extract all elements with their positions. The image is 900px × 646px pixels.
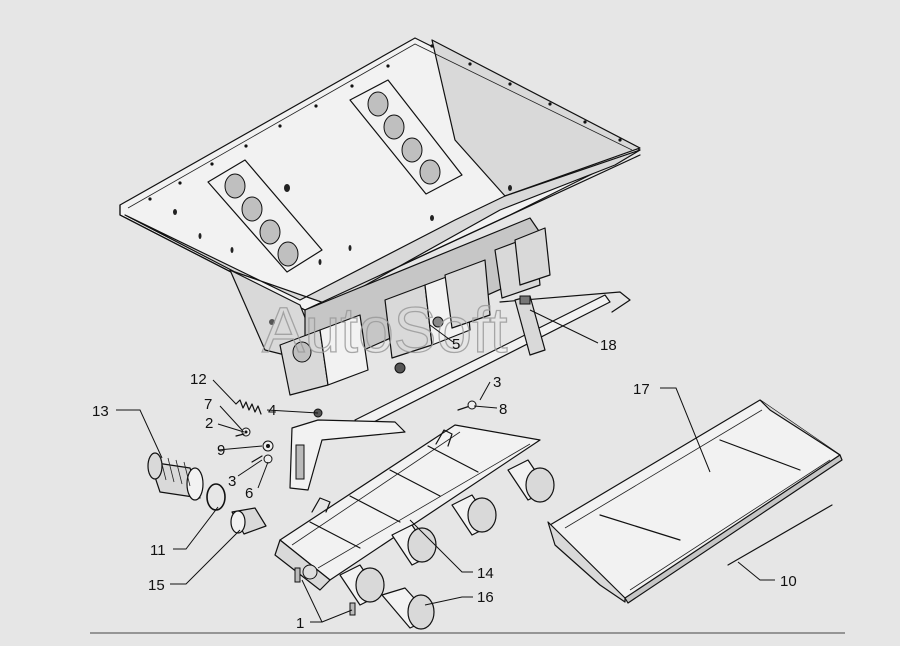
callout-12: 12 bbox=[190, 371, 207, 388]
callout-10: 10 bbox=[780, 573, 797, 590]
callout-1: 1 bbox=[296, 615, 304, 632]
leader-lines bbox=[116, 309, 775, 623]
watermark: AutoSoft bbox=[262, 294, 508, 366]
callout-16: 16 bbox=[477, 589, 494, 606]
callout-11: 11 bbox=[150, 542, 166, 559]
callout-4: 4 bbox=[268, 402, 276, 419]
metering-housings bbox=[269, 227, 551, 396]
callout-labels: 1 2 3 3 4 5 6 7 8 9 10 11 12 13 14 15 16… bbox=[92, 336, 797, 632]
callout-6: 6 bbox=[245, 485, 253, 502]
callout-17: 17 bbox=[633, 381, 650, 398]
callout-14: 14 bbox=[477, 565, 494, 582]
shaft bbox=[354, 291, 631, 429]
callout-9: 9 bbox=[217, 442, 225, 459]
hose-parts bbox=[147, 452, 267, 535]
callout-8: 8 bbox=[499, 401, 507, 418]
tray bbox=[547, 399, 843, 604]
callout-3-left: 3 bbox=[228, 473, 236, 490]
callout-3-right: 3 bbox=[493, 374, 501, 391]
callout-7: 7 bbox=[204, 396, 212, 413]
lever bbox=[289, 408, 406, 491]
rotor-trough bbox=[274, 424, 541, 591]
callout-18: 18 bbox=[600, 337, 617, 354]
outlet-tubes bbox=[294, 459, 555, 630]
callout-13: 13 bbox=[92, 403, 109, 420]
callout-15: 15 bbox=[148, 577, 165, 594]
callout-5: 5 bbox=[452, 336, 460, 353]
callout-2: 2 bbox=[205, 415, 213, 432]
